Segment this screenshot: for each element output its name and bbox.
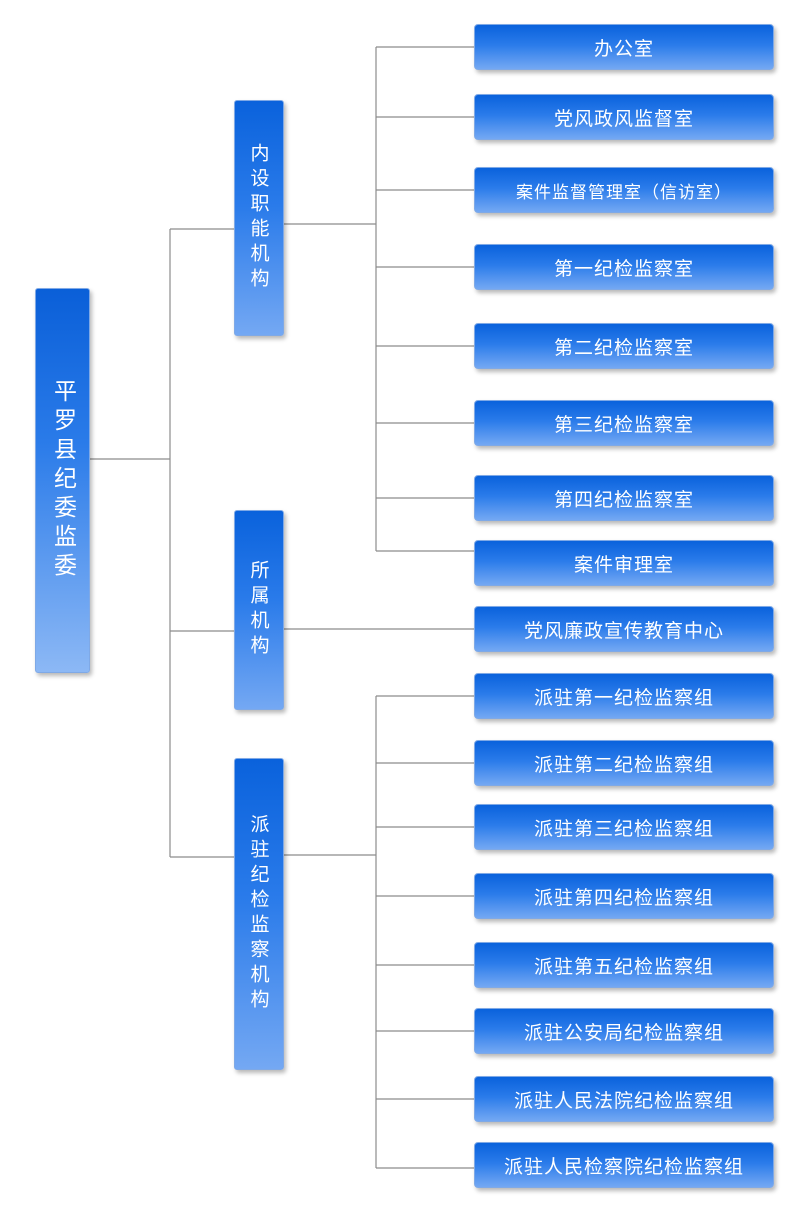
unit-box: 第三纪检监察室 xyxy=(474,400,774,446)
unit-box: 党风政风监督室 xyxy=(474,94,774,140)
unit-box: 案件监督管理室（信访室） xyxy=(474,167,774,213)
unit-box: 办公室 xyxy=(474,24,774,70)
root-node: 平罗县纪委监委 xyxy=(35,288,90,673)
category-stationed-inspection-bodies: 派驻纪检监察机构 xyxy=(234,758,284,1070)
unit-box: 派驻人民检察院纪检监察组 xyxy=(474,1142,774,1188)
unit-box: 第四纪检监察室 xyxy=(474,475,774,521)
unit-box: 派驻公安局纪检监察组 xyxy=(474,1008,774,1054)
category-internal-departments: 内设职能机构 xyxy=(234,100,284,336)
unit-box: 派驻第三纪检监察组 xyxy=(474,804,774,850)
unit-box: 派驻第二纪检监察组 xyxy=(474,740,774,786)
unit-box: 案件审理室 xyxy=(474,540,774,586)
unit-box: 派驻第四纪检监察组 xyxy=(474,873,774,919)
unit-box: 派驻第一纪检监察组 xyxy=(474,673,774,719)
category-affiliated-institutions: 所属机构 xyxy=(234,510,284,710)
unit-box: 第二纪检监察室 xyxy=(474,323,774,369)
unit-box: 派驻人民法院纪检监察组 xyxy=(474,1076,774,1122)
unit-box: 第一纪检监察室 xyxy=(474,244,774,290)
unit-box: 党风廉政宣传教育中心 xyxy=(474,606,774,652)
unit-box: 派驻第五纪检监察组 xyxy=(474,942,774,988)
